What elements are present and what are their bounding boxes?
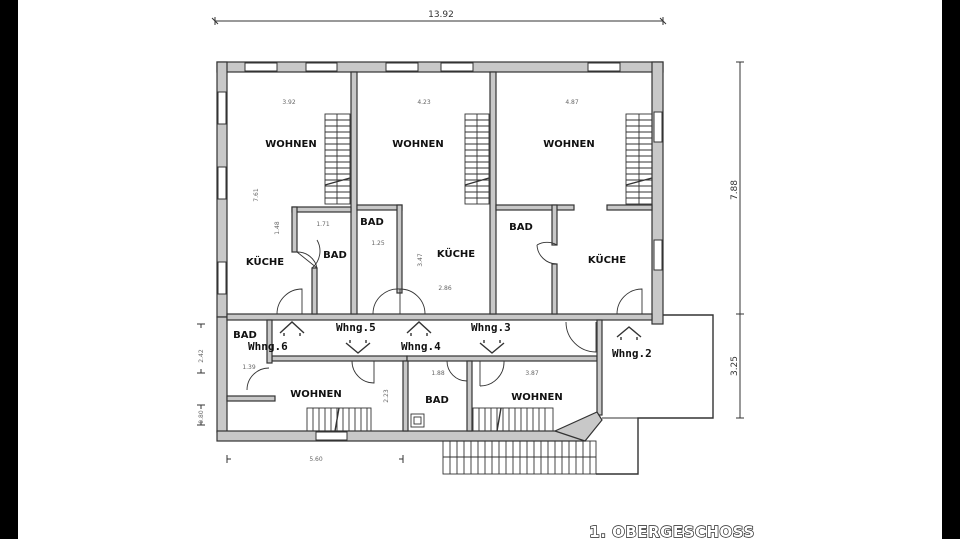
unit1-kueche-depth: 1.48 <box>274 221 281 235</box>
overall-width-label: 13.92 <box>428 10 454 20</box>
unit1-bad-label: BAD <box>323 250 347 261</box>
left-dimension-label: 2.42 <box>198 349 205 363</box>
entrance-markers: Whng.6 Whng.5 Whng.4 Whng.3 Whng.2 <box>248 321 652 360</box>
whng6-label: Whng.6 <box>248 340 288 353</box>
unit1-kueche-label: KÜCHE <box>246 254 284 268</box>
unit1-wohnen-label: WOHNEN <box>265 139 316 150</box>
dimension-left: 2.42 0.80 <box>197 323 205 426</box>
stair-treads-upper <box>324 119 653 199</box>
whng5-label: Whng.5 <box>336 321 376 334</box>
stair-unit3 <box>625 113 653 205</box>
unit2-kueche-depth: 3.47 <box>417 253 424 267</box>
windows-top <box>217 62 663 441</box>
stair-unit2 <box>464 113 490 205</box>
whng3-label: Whng.3 <box>471 321 511 334</box>
unit1-wohnen-width: 3.92 <box>282 99 296 106</box>
unit3-wohnen-width: 4.87 <box>565 99 579 106</box>
unit2-kueche-width: 2.86 <box>438 285 452 292</box>
unit4-wohnen-width: 3.87 <box>525 370 539 377</box>
left-dimension-small-label: 0.80 <box>198 410 205 424</box>
bottom-dimension-label: 5.60 <box>309 456 323 463</box>
whng2-label: Whng.2 <box>612 347 652 360</box>
whng4-label: Whng.4 <box>401 340 441 353</box>
unit6-wohnen-depth: 2.23 <box>383 389 390 403</box>
room-labels-upper: 3.92 WOHNEN 7.61 1.48 KÜCHE 1.71 BAD 4.2… <box>246 99 626 292</box>
unit3-wohnen-label: WOHNEN <box>543 139 594 150</box>
unit2-wohnen-width: 4.23 <box>417 99 431 106</box>
unit4-bad-width: 1.88 <box>431 370 445 377</box>
dimension-bottom: 5.60 <box>226 455 404 463</box>
wing-depth-label: 3.25 <box>730 356 740 376</box>
unit3-bad-label: BAD <box>509 222 533 233</box>
angled-wall <box>553 411 603 442</box>
depth-upper-label: 7.88 <box>730 180 740 200</box>
unit6-bad-width: 1.39 <box>242 364 256 371</box>
dimension-right: 7.88 3.25 <box>730 61 744 419</box>
unit2-bad-width: 1.25 <box>371 240 385 247</box>
stair-unit6 <box>306 407 372 432</box>
unit6-wohnen-label: WOHNEN <box>290 389 341 400</box>
unit4-bad-label: BAD <box>425 395 449 406</box>
unit2-bad-label: BAD <box>360 217 384 228</box>
unit2-kueche-label: KÜCHE <box>437 246 475 260</box>
stair-unit4 <box>472 407 554 432</box>
interior-walls-upper <box>291 71 653 315</box>
stair-unit1 <box>324 113 351 205</box>
unit4-wohnen-label: WOHNEN <box>511 392 562 403</box>
corridor <box>226 319 603 432</box>
unit1-wohnen-depth: 7.61 <box>253 188 260 202</box>
unit6-bad-label: BAD <box>233 330 257 341</box>
unit1-bad-width: 1.71 <box>316 221 330 228</box>
letterbox-left <box>0 0 18 539</box>
unit3-kueche-label: KÜCHE <box>588 252 626 266</box>
wing-unit2 <box>596 314 714 475</box>
dimension-overall-width: 13.92 <box>211 10 667 25</box>
unit2-wohnen-label: WOHNEN <box>392 139 443 150</box>
letterbox-right <box>942 0 960 539</box>
doors-upper <box>276 239 643 315</box>
exterior-stair <box>442 440 597 475</box>
floor-title: 1. OBERGESCHOSS <box>589 523 754 539</box>
room-labels-lower: BAD 1.39 WOHNEN 2.23 1.88 BAD 3.87 WOHNE… <box>233 330 563 406</box>
